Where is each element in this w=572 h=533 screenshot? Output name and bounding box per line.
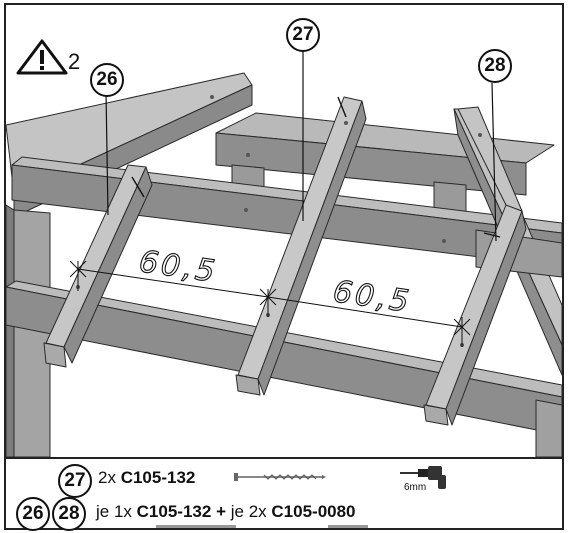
rafter-28-end	[423, 404, 449, 426]
legend-divider	[6, 457, 562, 459]
legend-row-1-qty: 2x	[98, 468, 116, 487]
instruction-frame: 60,5 60,5 2 26 27 28 27 2x C105-132 6mm …	[4, 3, 564, 531]
rafter-26-end	[43, 342, 67, 368]
legend-callout-28: 28	[52, 497, 86, 531]
legend-row-2-mid: je 2x	[230, 502, 267, 521]
rafter-27-end	[235, 374, 261, 396]
front-beam-front	[6, 286, 562, 436]
dimension-right-label: 60,5	[331, 274, 414, 320]
legend-row-2-prefix: je 1x	[96, 502, 132, 521]
legend-callout-26: 26	[16, 497, 50, 531]
rafter-28-upper	[457, 106, 523, 212]
rafter-26-side	[63, 166, 153, 364]
legend-callout-27: 27	[58, 464, 92, 498]
rafter-28-side	[445, 210, 527, 426]
dimension-left-label: 60,5	[137, 244, 220, 290]
callout-26: 26	[90, 63, 124, 97]
roof-rafter-assembly-drawing: 60,5 60,5	[6, 51, 562, 457]
legend-row-2-joiner: +	[216, 502, 226, 521]
warning-count: 2	[68, 49, 81, 74]
post-left-side	[6, 204, 15, 457]
legend-row-2-part-b: C105-0080	[271, 502, 356, 521]
screw-partial-icon-left	[156, 525, 236, 528]
drill-size-label: 6mm	[404, 482, 427, 493]
callout-27: 27	[286, 18, 320, 52]
callout-28: 28	[478, 49, 512, 83]
legend-row-1-part: C105-132	[120, 468, 196, 487]
warning-triangle-icon	[16, 39, 68, 75]
screw-partial-icon-right	[328, 525, 368, 528]
post-left	[13, 209, 51, 457]
drill-icon	[400, 466, 446, 489]
legend-row-1: 2x C105-132	[98, 468, 195, 488]
screw-long-icon	[234, 473, 326, 481]
rafter-27-side	[257, 100, 367, 396]
legend-row-2: je 1x C105-132 + je 2x C105-0080	[96, 502, 356, 522]
post-right-front	[535, 399, 562, 457]
back-beam-front	[215, 132, 527, 196]
legend-row-2-part-a: C105-132	[136, 502, 212, 521]
